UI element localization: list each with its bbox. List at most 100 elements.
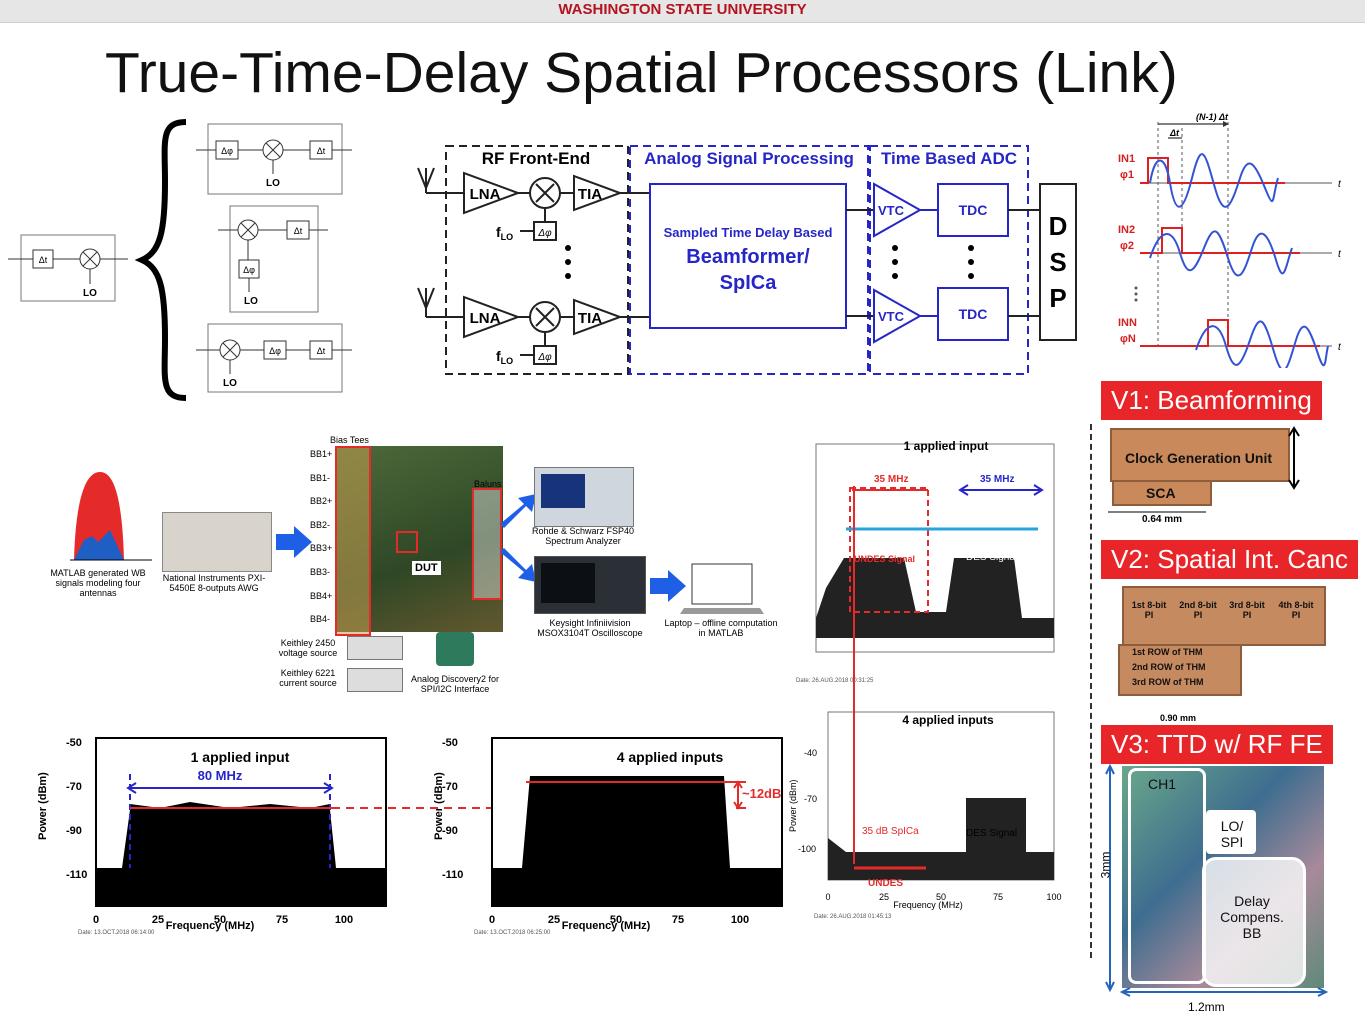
mhz-left: 35 MHz [874,474,908,485]
matlab-spectrum-icon [70,472,152,561]
bb-label: BB4+ [310,590,333,601]
right-ylabel: Power (dBm) [788,779,798,832]
delta-t-label: Δt [294,226,303,236]
dt-label: Δt [1169,128,1180,138]
right-top-title: 1 applied input [904,439,989,453]
spica-label: 35 dB SpICa [862,826,919,837]
time-delay-waveforms: (N-1) Δt Δt IN1 φ1 t IN2 φ2 t INN φN t [1118,112,1342,368]
inN-label: INN [1118,317,1137,329]
v2-thm-rows [1118,644,1242,696]
ytick: -50 [66,737,82,749]
dsp-letter-p: P [1049,283,1066,313]
left-xlabel: Frequency (MHz) [166,920,255,932]
lo-label: LO [244,296,258,307]
plot1-title: 1 applied input [191,749,290,765]
time-based-adc-label: Time Based ADC [881,149,1017,168]
tdc-label: TDC [959,202,988,218]
split-arrows-icon [500,494,536,582]
v1-block2-label: SCA [1146,485,1176,501]
delta-12db: ~12dB [742,786,781,801]
delta-t-label: Δt [39,255,48,265]
delta-t-label: Δt [317,146,326,156]
xtick: 0 [489,914,495,926]
ytick: -70 [442,781,458,793]
v2-row-1: 1st ROW of THM [1132,647,1203,657]
lo-label: LO [266,178,280,189]
architecture-variants-diagram: Δt LO Δφ LO Δt Δt Δφ LO LO Δφ Δt [8,119,352,401]
right-date1: Date: 26.AUG.2018 00:31:25 [796,678,874,684]
xtick: 100 [731,914,749,926]
mhz-right: 35 MHz [980,474,1014,485]
v2-pi-3: 3rd 8-bit PI [1229,600,1265,620]
right-date2: Date: 26.AUG.2018 01:45:13 [814,914,892,920]
keysight-caption: Keysight Infiniivision MSOX3104T Oscillo… [537,618,643,638]
delta-phi-label: Δφ [269,346,281,356]
beamformer-line2: Beamformer/ [686,246,810,268]
rs-caption: Rohde & Schwarz FSP40 Spectrum Analyzer [531,526,635,546]
v1-dim: 0.64 mm [1142,514,1183,525]
t-axis-label: t [1338,249,1342,260]
phi2-label: φ2 [1120,240,1134,252]
xtick: 100 [1046,892,1061,902]
des2-label: DES Signal [966,828,1017,839]
left-ylabel: Power (dBm) [37,772,49,840]
tdc-label: TDC [959,306,988,322]
bias-tees-label: Bias Tees [330,435,369,445]
lo-label: LO [83,288,97,299]
bb-labels: BB1+BB1-BB2+BB2-BB3+BB3-BB4+BB4- [310,448,334,637]
t-axis-label: t [1338,342,1342,353]
v2-pi-2: 2nd 8-bit PI [1179,600,1217,620]
laptop-caption: Laptop – offline computation in MATLAB [664,618,778,638]
vtc-label: VTC [878,309,905,324]
ni-awg-photo [162,512,272,572]
ytick: -50 [442,737,458,749]
xtick: 75 [993,892,1003,902]
v2-dim: 0.90 mm [1160,713,1197,723]
undes-label: UNDES Signal [854,554,915,564]
blue-arrow-icon [276,526,312,558]
ytick: -40 [804,748,817,758]
v2-pi-1: 1st 8-bit PI [1131,600,1167,620]
in2-label: IN2 [1118,224,1135,236]
undes2-label: UNDES [868,878,903,889]
flo-label: fLO [496,224,513,242]
plot1-date: Date: 13.OCT.2018 06:14:00 [78,930,155,936]
bb-label: BB1- [310,472,331,483]
left-ylabel: Power (dBm) [433,772,445,840]
ytick: -70 [66,781,82,793]
phi1-label: φ1 [1120,169,1134,181]
bb-label: BB3- [310,566,331,577]
v3-title: V3: TTD w/ RF FE [1101,725,1333,764]
dsp-letter-d: D [1049,211,1068,241]
baluns-label: Baluns [474,479,502,489]
v2-pi-4: 4th 8-bit PI [1278,600,1314,620]
v1-sca-block [1112,480,1212,506]
xtick: 25 [879,892,889,902]
v3-dim-w: 1.2mm [1188,1000,1225,1014]
delta-phi-label: Δφ [243,265,255,275]
v3-lo-spi-label: LO/ SPI [1220,818,1244,850]
ytick: -70 [804,794,817,804]
beamformer-line1: Sampled Time Delay Based [664,225,833,240]
xtick: 0 [825,892,830,902]
dut-outline [396,531,418,553]
ytick: -110 [66,869,87,881]
university-name: WASHINGTON STATE UNIVERSITY [558,1,807,18]
right-spectrum-plots: 1 applied input 35 MHz 35 MHz UNDES Sign… [788,439,1062,920]
v2-title: V2: Spatial Int. Canc [1101,540,1359,579]
left-spectrum-plots: Power (dBm) Power (dBm) 1 applied input … [37,737,783,936]
xtick: 50 [610,914,622,926]
xtick: 0 [93,914,99,926]
keithley-6221-photo [347,668,403,692]
tia-label: TIA [578,310,602,327]
v2-row-2: 2nd ROW of THM [1132,662,1206,672]
xtick: 75 [672,914,684,926]
ni-caption: National Instruments PXI-5450E 8-outputs… [162,573,266,593]
slide-title: True-Time-Delay Spatial Processors (Link… [105,41,1178,105]
beamformer-line3: SpICa [720,272,778,294]
flo-label: fLO [496,348,513,366]
t-axis-label: t [1338,179,1342,190]
v3-ch1-label: CH1 [1148,776,1177,792]
tia-label: TIA [578,186,602,203]
bb-label: BB4- [310,614,331,625]
